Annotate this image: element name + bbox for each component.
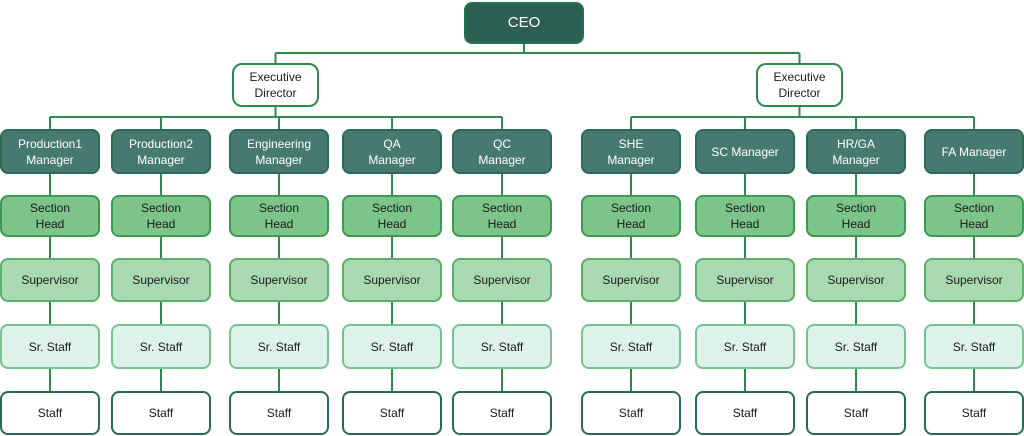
sr-staff-box: Sr. Staff (0, 324, 100, 369)
section-head-box: Section Head (342, 195, 442, 237)
sr-staff-box: Sr. Staff (111, 324, 211, 369)
manager-box: HR/GA Manager (806, 129, 906, 174)
supervisor-box: Supervisor (111, 258, 211, 302)
manager-box: QA Manager (342, 129, 442, 174)
supervisor-box: Supervisor (806, 258, 906, 302)
sr-staff-box: Sr. Staff (806, 324, 906, 369)
sr-staff-box: Sr. Staff (229, 324, 329, 369)
manager-box: Production1 Manager (0, 129, 100, 174)
sr-staff-box: Sr. Staff (581, 324, 681, 369)
manager-box: FA Manager (924, 129, 1024, 174)
executive-director-box: Executive Director (756, 63, 843, 107)
section-head-box: Section Head (695, 195, 795, 237)
section-head-box: Section Head (229, 195, 329, 237)
staff-box: Staff (111, 391, 211, 435)
section-head-box: Section Head (452, 195, 552, 237)
section-head-box: Section Head (806, 195, 906, 237)
manager-box: Engineering Manager (229, 129, 329, 174)
staff-box: Staff (924, 391, 1024, 435)
manager-box: QC Manager (452, 129, 552, 174)
supervisor-box: Supervisor (229, 258, 329, 302)
staff-box: Staff (806, 391, 906, 435)
staff-box: Staff (229, 391, 329, 435)
section-head-box: Section Head (0, 195, 100, 237)
staff-box: Staff (695, 391, 795, 435)
supervisor-box: Supervisor (452, 258, 552, 302)
section-head-box: Section Head (581, 195, 681, 237)
sr-staff-box: Sr. Staff (924, 324, 1024, 369)
sr-staff-box: Sr. Staff (452, 324, 552, 369)
supervisor-box: Supervisor (924, 258, 1024, 302)
manager-box: SHE Manager (581, 129, 681, 174)
ceo-box: CEO (464, 2, 584, 44)
staff-box: Staff (581, 391, 681, 435)
manager-box: Production2 Manager (111, 129, 211, 174)
supervisor-box: Supervisor (342, 258, 442, 302)
staff-box: Staff (0, 391, 100, 435)
staff-box: Staff (342, 391, 442, 435)
staff-box: Staff (452, 391, 552, 435)
supervisor-box: Supervisor (695, 258, 795, 302)
section-head-box: Section Head (924, 195, 1024, 237)
manager-box: SC Manager (695, 129, 795, 174)
sr-staff-box: Sr. Staff (695, 324, 795, 369)
supervisor-box: Supervisor (0, 258, 100, 302)
supervisor-box: Supervisor (581, 258, 681, 302)
section-head-box: Section Head (111, 195, 211, 237)
executive-director-box: Executive Director (232, 63, 319, 107)
sr-staff-box: Sr. Staff (342, 324, 442, 369)
